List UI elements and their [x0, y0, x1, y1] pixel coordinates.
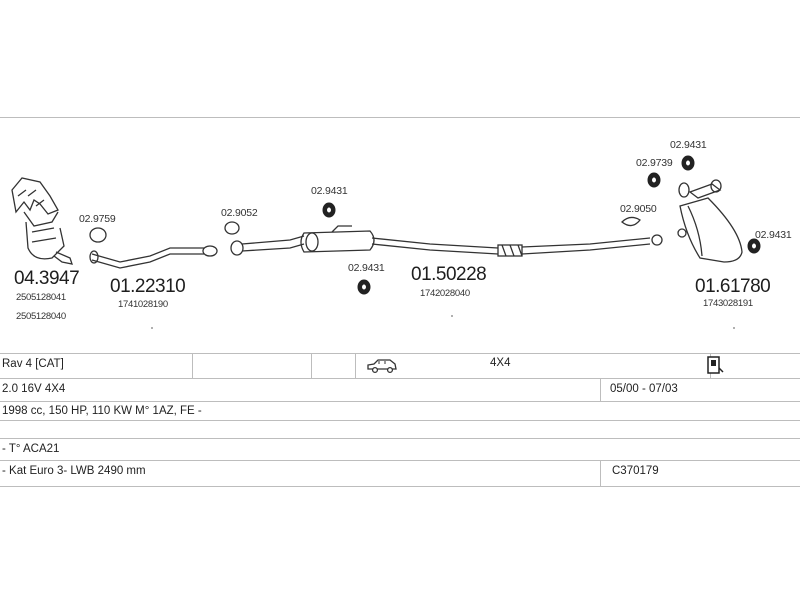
- small-part-gasket-front: 02.9759: [79, 213, 116, 225]
- cell-type: - T° ACA21: [2, 443, 60, 455]
- small-part-hanger-center-top: 02.9431: [311, 185, 348, 197]
- rubber-hanger-icon: [747, 238, 761, 254]
- front-pipe-icon: [89, 245, 218, 269]
- rubber-hanger-icon: [647, 172, 661, 188]
- cell-drive: 4X4: [490, 357, 511, 369]
- exhaust-diagram: [11, 155, 761, 329]
- part-ref-front-pipe: 1741028190: [118, 299, 168, 310]
- part-ref-center-silencer: 1742028040: [420, 288, 470, 299]
- top-border: [0, 117, 800, 118]
- cell-catalog-no: C370179: [612, 465, 659, 477]
- part-code-front-pipe: 01.22310: [110, 276, 186, 297]
- rubber-hanger-icon: [681, 155, 695, 171]
- part-ref-manifold-1: 2505128041: [16, 292, 66, 303]
- center-silencer-icon: [230, 225, 663, 257]
- cell-model: Rav 4 [CAT]: [2, 358, 64, 370]
- part-code-center-silencer: 01.50228: [411, 264, 487, 285]
- document-note-icon: [707, 356, 724, 374]
- small-part-clamp-rear: 02.9050: [620, 203, 657, 215]
- small-part-hanger-rear-right: 02.9431: [755, 229, 792, 241]
- clamp-icon: [621, 216, 641, 227]
- cell-years: 05/00 - 07/03: [610, 383, 678, 395]
- gasket-ring-icon: [224, 221, 240, 235]
- cell-specs: 1998 cc, 150 HP, 110 KW M° 1AZ, FE -: [2, 405, 202, 417]
- rear-silencer-icon: [678, 179, 743, 263]
- cell-extra: - Kat Euro 3- LWB 2490 mm: [2, 465, 146, 477]
- small-part-hanger-rear-mid: 02.9739: [636, 157, 673, 169]
- part-code-manifold: 04.3947: [14, 268, 80, 289]
- small-part-hanger-rear-top: 02.9431: [670, 139, 707, 151]
- cell-engine: 2.0 16V 4X4: [2, 383, 66, 395]
- part-code-rear-silencer: 01.61780: [695, 276, 771, 297]
- small-part-hanger-center-bottom: 02.9431: [348, 262, 385, 274]
- rubber-hanger-icon: [357, 279, 371, 295]
- rubber-hanger-icon: [322, 202, 336, 218]
- small-part-gasket-joint: 02.9052: [221, 207, 258, 219]
- car-side-icon: [367, 359, 397, 374]
- part-ref-rear-silencer: 1743028191: [703, 298, 753, 309]
- gasket-ring-icon: [89, 227, 107, 243]
- exhaust-manifold-icon: [11, 177, 73, 265]
- part-ref-manifold-2: 2505128040: [16, 311, 66, 322]
